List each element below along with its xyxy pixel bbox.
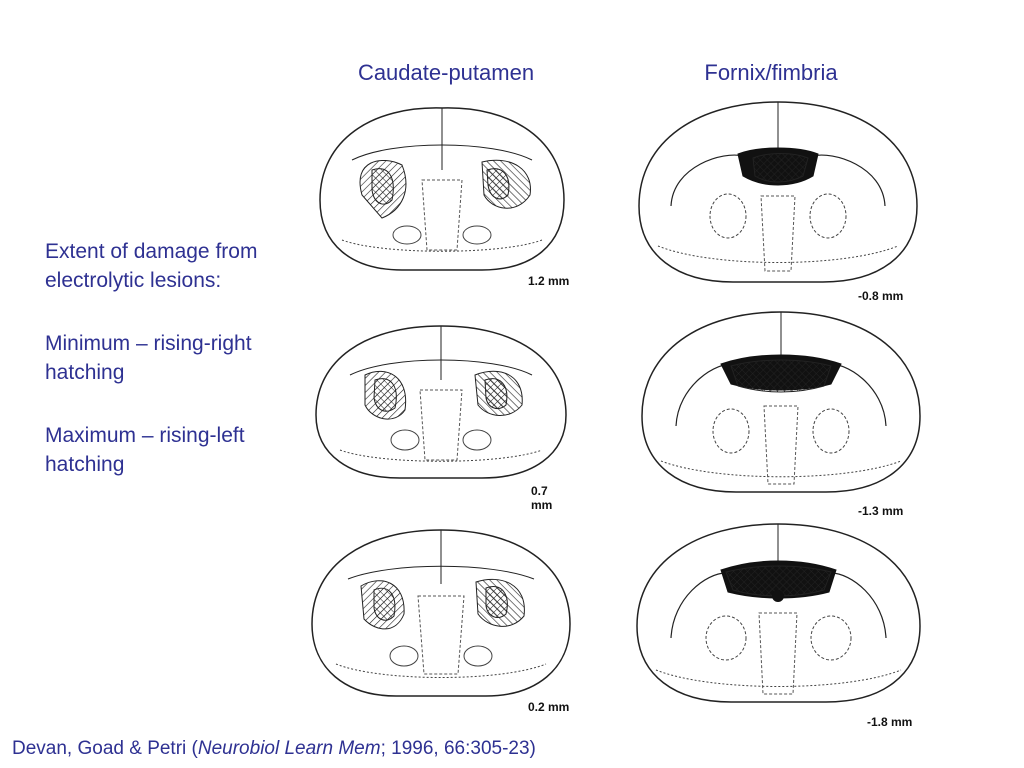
citation-details: ; 1996, 66:305-23) bbox=[380, 738, 536, 759]
section-label: 1.2 mm bbox=[528, 274, 570, 288]
legend-maximum: Maximum – rising-left hatching bbox=[45, 424, 245, 476]
caudate-section-1: 1.2 mm bbox=[312, 100, 572, 288]
caudate-section-2: 0.7 mm bbox=[310, 320, 572, 512]
citation-journal: Neurobiol Learn Mem bbox=[197, 738, 381, 759]
section-label: -1.8 mm bbox=[867, 715, 913, 729]
column-title-caudate: Caudate-putamen bbox=[357, 60, 535, 85]
section-label: 0.7 mm bbox=[531, 484, 553, 512]
legend-heading: Extent of damage from electrolytic lesio… bbox=[45, 240, 258, 292]
fornix-section-1: -0.8 mm bbox=[633, 96, 923, 303]
section-label: -1.3 mm bbox=[858, 504, 904, 518]
section-label: -0.8 mm bbox=[858, 289, 904, 303]
lesion-legend: Extent of damage from electrolytic lesio… bbox=[45, 237, 275, 513]
citation: Devan, Goad & Petri (Neurobiol Learn Mem… bbox=[12, 738, 536, 760]
caudate-section-3: 0.2 mm bbox=[306, 524, 576, 714]
section-label: 0.2 mm bbox=[528, 700, 570, 714]
legend-minimum: Minimum – rising-right hatching bbox=[45, 332, 252, 384]
column-title-fornix: Fornix/fimbria bbox=[704, 60, 838, 85]
fornix-section-2: -1.3 mm bbox=[636, 306, 926, 518]
citation-authors: Devan, Goad & Petri ( bbox=[12, 738, 198, 759]
fornix-section-3: -1.8 mm bbox=[631, 518, 926, 729]
